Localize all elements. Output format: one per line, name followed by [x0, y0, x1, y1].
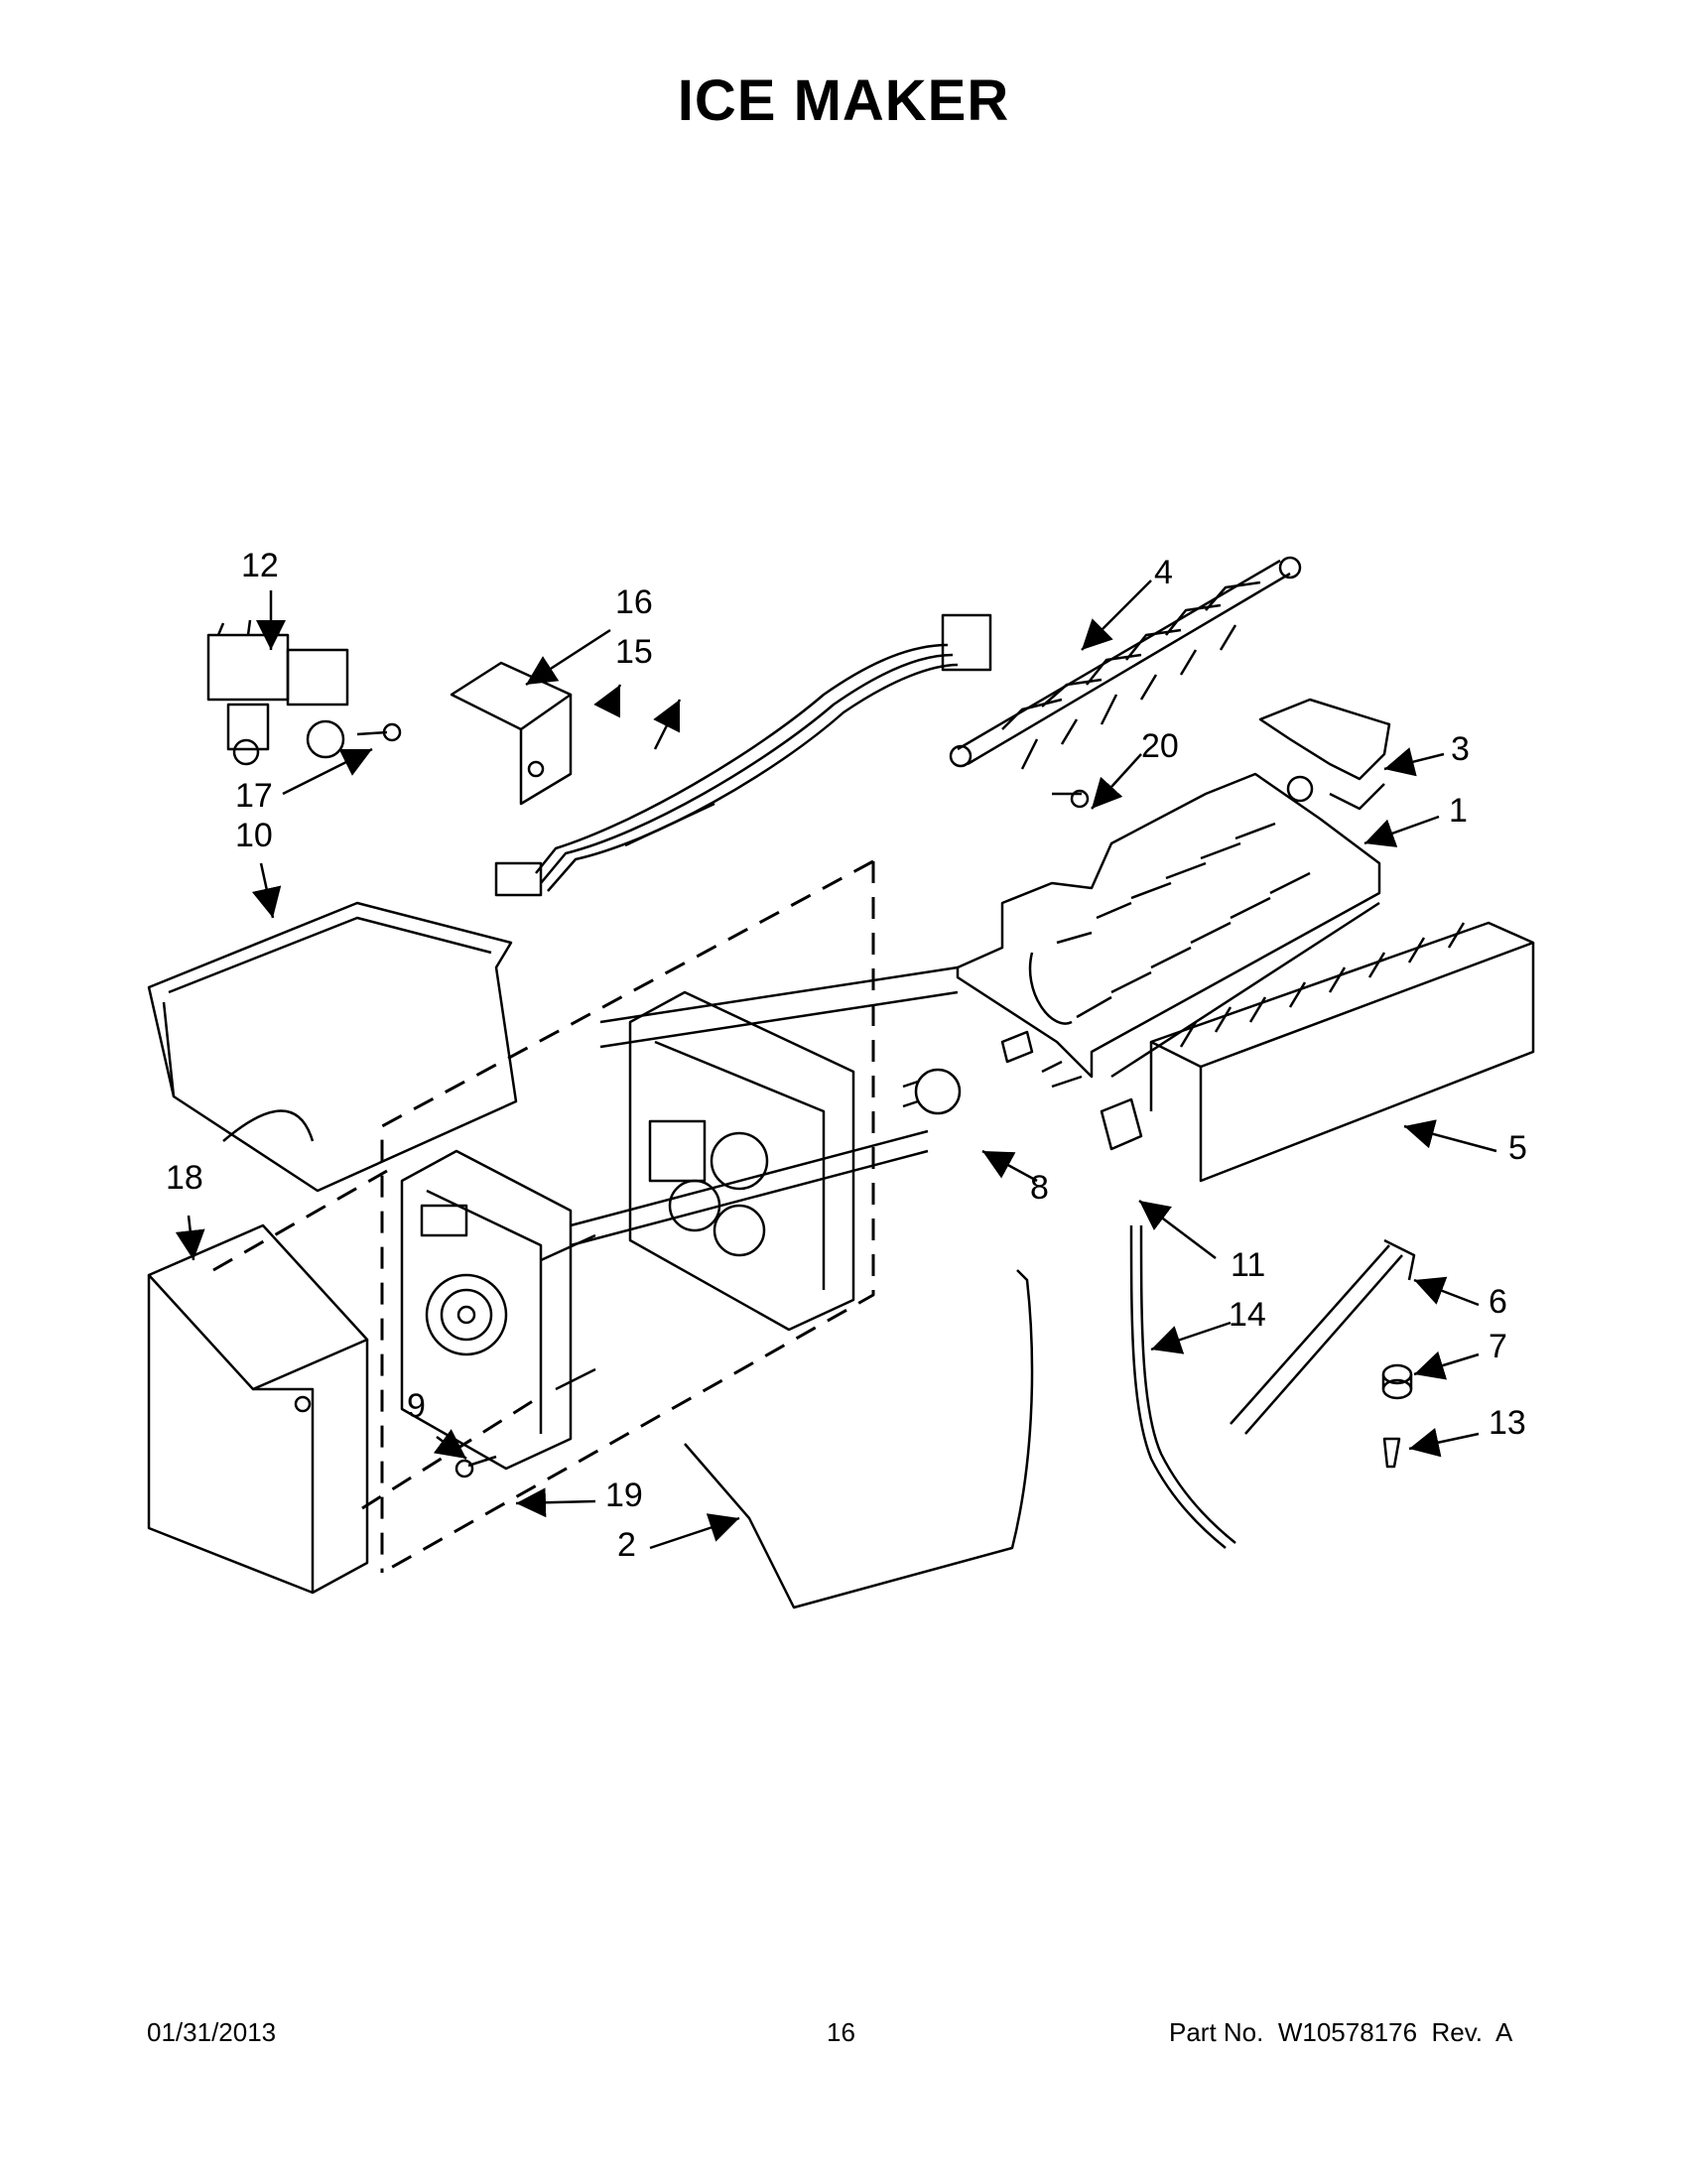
callout-3: 3 [1451, 730, 1470, 768]
control-module-front [400, 1149, 596, 1471]
callout-15: 15 [615, 633, 653, 671]
leader-arrows [175, 579, 1497, 1550]
motor-housing [628, 990, 855, 1332]
shaft-lines [570, 965, 959, 1247]
fill-tube-part-14 [1129, 1224, 1236, 1549]
ejector-part-4 [949, 556, 1302, 770]
callout-4: 4 [1154, 554, 1173, 591]
callout-5: 5 [1508, 1129, 1527, 1167]
screw-part-9 [454, 1455, 497, 1478]
callout-12: 12 [241, 547, 279, 584]
callout-10: 10 [235, 817, 273, 854]
page-title: ICE MAKER [677, 68, 1010, 133]
clip-part-11 [1100, 1097, 1143, 1151]
bracket-part-16 [450, 661, 573, 806]
callout-16: 16 [615, 583, 653, 621]
screw-part-20 [1052, 789, 1090, 809]
ice-bin-part-10 [147, 901, 518, 1193]
water-valve-part [206, 619, 349, 766]
wire-harness-part-15 [494, 613, 992, 897]
cover-part-18 [147, 1223, 369, 1595]
stripper-part-3 [1258, 698, 1391, 811]
screw-part-17 [356, 722, 402, 742]
callout-19: 19 [605, 1477, 643, 1514]
callout-1: 1 [1449, 792, 1468, 830]
shield-part-5 [1149, 921, 1535, 1183]
wire-arm-part-2 [684, 1269, 1034, 1609]
callout-2: 2 [617, 1526, 636, 1564]
footer-part-number: Part No. W10578176 Rev. A [1169, 2017, 1513, 2047]
ice-mold-part-1 [956, 772, 1381, 1079]
callout-13: 13 [1489, 1404, 1526, 1442]
callout-6: 6 [1489, 1283, 1507, 1321]
bushing-part-7 [1381, 1363, 1413, 1400]
heater-rod-part-6 [1230, 1238, 1416, 1435]
thermostat-part-8 [902, 1030, 1083, 1115]
callout-20: 20 [1141, 727, 1179, 765]
plug-part-13 [1382, 1437, 1401, 1469]
footer-page-number: 16 [827, 2017, 855, 2047]
callout-17: 17 [235, 777, 273, 815]
callout-18: 18 [166, 1159, 203, 1197]
footer-date: 01/31/2013 [147, 2017, 277, 2047]
callout-9: 9 [407, 1387, 426, 1425]
callout-7: 7 [1489, 1328, 1507, 1365]
callout-8: 8 [1030, 1169, 1049, 1207]
callout-14: 14 [1229, 1296, 1266, 1334]
callout-11: 11 [1231, 1246, 1266, 1284]
